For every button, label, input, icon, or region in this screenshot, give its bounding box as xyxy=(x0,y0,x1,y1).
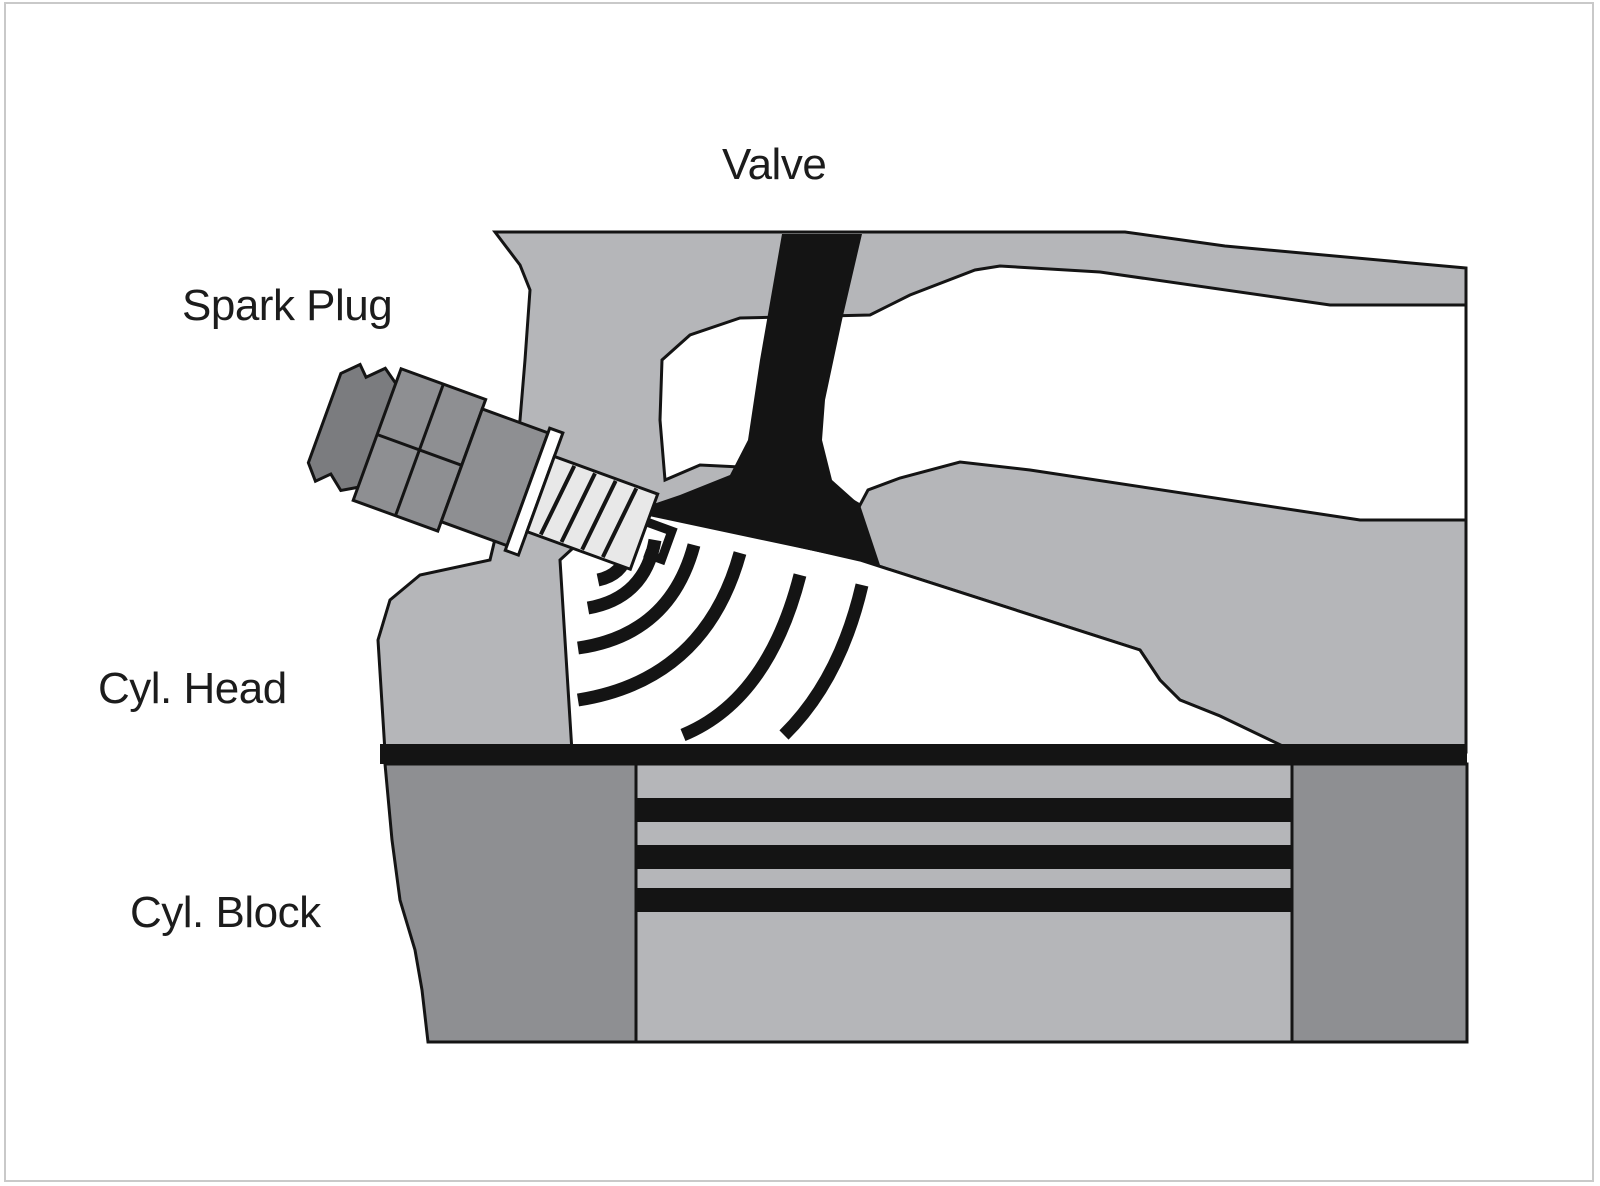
piston-ring-2 xyxy=(636,845,1292,869)
flame-arc-3 xyxy=(577,543,701,655)
spark-plug xyxy=(306,362,678,572)
label-spark-plug: Spark Plug xyxy=(182,281,393,330)
spark-plug-threads xyxy=(525,454,660,572)
valve xyxy=(630,234,880,565)
thread-line xyxy=(580,480,618,551)
label-valve: Valve xyxy=(722,140,827,189)
flame-arc-4 xyxy=(576,551,747,707)
piston-rings xyxy=(636,798,1292,912)
cylinder-block-left-wall xyxy=(383,762,638,1044)
piston-ring-1 xyxy=(636,798,1292,822)
flame-arc-6 xyxy=(779,583,869,740)
piston-ring-3 xyxy=(636,888,1292,912)
flame-arc-5 xyxy=(680,573,807,742)
intake-port xyxy=(658,264,1468,522)
thread-line xyxy=(539,464,577,536)
hex-edge-line xyxy=(394,383,445,517)
label-cylinder-head: Cyl. Head xyxy=(98,664,287,713)
cylinder-block-right-wall xyxy=(1290,762,1469,1044)
head-gasket xyxy=(380,744,1467,764)
label-cylinder-block: Cyl. Block xyxy=(130,888,321,937)
thread-line xyxy=(601,487,639,558)
spark-plug-electrode xyxy=(643,518,678,566)
thread-line xyxy=(559,472,597,543)
